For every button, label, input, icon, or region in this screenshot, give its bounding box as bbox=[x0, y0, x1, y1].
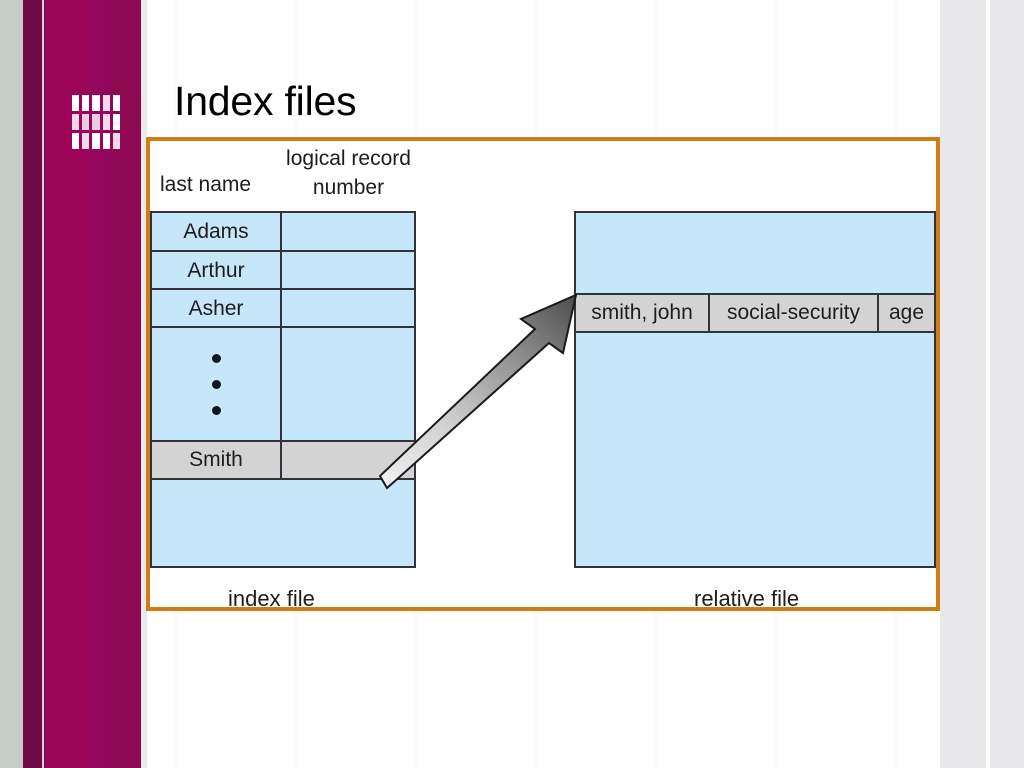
index-row-lrn-arthur bbox=[280, 250, 416, 291]
relative-record-field-ssn: social-security bbox=[708, 293, 879, 333]
page-title: Index files bbox=[174, 78, 357, 124]
caption-index-file: index file bbox=[228, 586, 315, 611]
relative-record-field-age: age bbox=[877, 293, 936, 333]
index-table-empty-block bbox=[150, 478, 416, 568]
index-file-table: Adams Arthur Asher Smith bbox=[150, 211, 416, 568]
index-row-lrn-asher bbox=[280, 288, 416, 329]
ellipsis-dot bbox=[211, 353, 221, 363]
relative-record-field-name: smith, john bbox=[574, 293, 710, 333]
slide-background-right-panel bbox=[940, 0, 1024, 768]
relative-file-upper-block bbox=[574, 211, 936, 295]
ellipsis-dot bbox=[211, 405, 221, 415]
relative-file-table: smith, john social-security age bbox=[574, 211, 936, 568]
index-row-lrn-adams bbox=[280, 211, 416, 252]
index-row-lrn-smith bbox=[280, 440, 416, 480]
header-lrn-line1: logical record bbox=[286, 147, 411, 170]
sidebar-gray-strip bbox=[0, 0, 23, 768]
index-row-name-arthur: Arthur bbox=[150, 250, 282, 291]
header-lrn-line2: number bbox=[312, 176, 385, 199]
index-row-name-asher: Asher bbox=[150, 288, 282, 329]
header-logical-record-number: logical record number bbox=[271, 144, 426, 202]
relative-file-lower-block bbox=[574, 331, 936, 568]
grid-bars-logo-icon bbox=[70, 93, 122, 151]
index-row-name-adams: Adams bbox=[150, 211, 282, 252]
sidebar-lavender-edge bbox=[141, 0, 147, 768]
sidebar-light-rule bbox=[42, 0, 44, 768]
caption-relative-file: relative file bbox=[694, 586, 800, 611]
ellipsis-dot bbox=[211, 379, 221, 389]
header-last-name: last name bbox=[160, 173, 252, 196]
index-row-name-smith: Smith bbox=[150, 440, 282, 480]
sidebar-dark-rule bbox=[44, 0, 46, 768]
index-rows-ellipsis bbox=[150, 326, 282, 442]
sidebar-dark-plum-strip bbox=[23, 0, 42, 768]
index-rows-ellipsis-lrn bbox=[280, 326, 416, 442]
